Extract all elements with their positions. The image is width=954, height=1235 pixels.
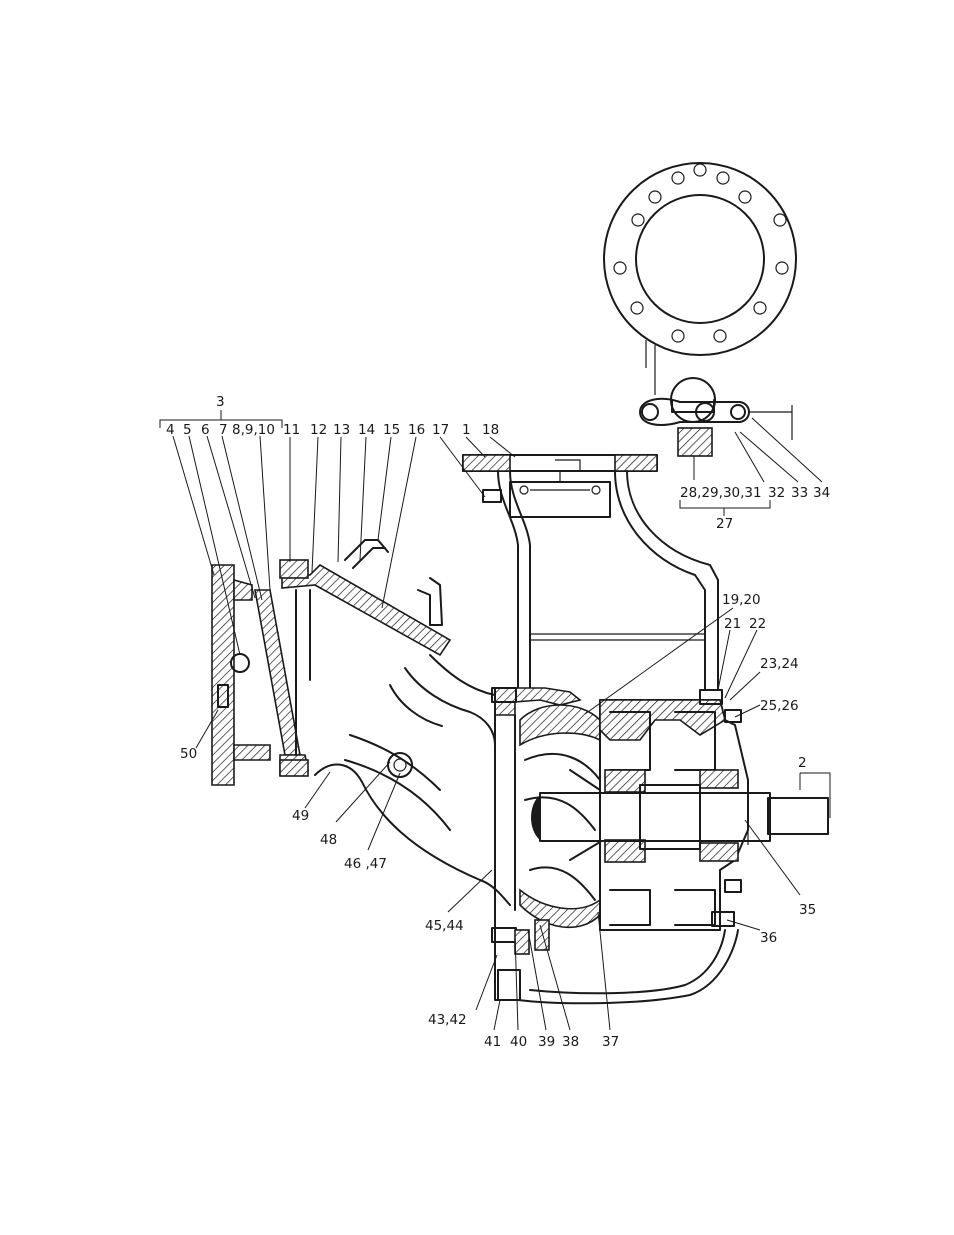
label-11: 11 bbox=[283, 422, 300, 438]
label-6: 6 bbox=[201, 422, 210, 438]
label-1: 1 bbox=[462, 422, 471, 438]
label-41: 41 bbox=[484, 1034, 501, 1050]
label-15: 15 bbox=[383, 422, 400, 438]
label-46-47: 46 ,47 bbox=[344, 856, 387, 872]
label-49: 49 bbox=[292, 808, 309, 824]
label-21: 21 bbox=[724, 616, 741, 632]
label-4: 4 bbox=[166, 422, 175, 438]
suction-elbow bbox=[212, 540, 510, 905]
label-19-20: 19,20 bbox=[722, 592, 761, 608]
volute-body bbox=[492, 688, 828, 1003]
leader-lines bbox=[173, 418, 822, 1030]
label-14: 14 bbox=[358, 422, 375, 438]
label-17: 17 bbox=[432, 422, 449, 438]
label-2: 2 bbox=[798, 755, 807, 771]
label-34: 34 bbox=[813, 485, 830, 501]
label-25-26: 25,26 bbox=[760, 698, 799, 714]
label-45-44: 45,44 bbox=[425, 918, 464, 934]
label-22: 22 bbox=[749, 616, 766, 632]
label-23-24: 23,24 bbox=[760, 656, 799, 672]
label-35: 35 bbox=[799, 902, 816, 918]
label-7: 7 bbox=[219, 422, 228, 438]
label-8-9-10: 8,9,10 bbox=[232, 422, 275, 438]
label-13: 13 bbox=[333, 422, 350, 438]
label-40: 40 bbox=[510, 1034, 527, 1050]
label-33: 33 bbox=[791, 485, 808, 501]
label-3: 3 bbox=[216, 394, 225, 410]
label-36: 36 bbox=[760, 930, 777, 946]
label-5: 5 bbox=[183, 422, 192, 438]
label-27: 27 bbox=[716, 516, 733, 532]
label-38: 38 bbox=[562, 1034, 579, 1050]
label-28-31: 28,29,30,31 bbox=[680, 485, 762, 501]
label-37: 37 bbox=[602, 1034, 619, 1050]
label-12: 12 bbox=[310, 422, 327, 438]
label-48: 48 bbox=[320, 832, 337, 848]
label-43-42: 43,42 bbox=[428, 1012, 467, 1028]
label-50: 50 bbox=[180, 746, 197, 762]
label-32: 32 bbox=[768, 485, 785, 501]
discharge-flange bbox=[604, 163, 796, 395]
label-18: 18 bbox=[482, 422, 499, 438]
label-39: 39 bbox=[538, 1034, 555, 1050]
check-valve-detail bbox=[640, 378, 792, 456]
label-16: 16 bbox=[408, 422, 425, 438]
flange-bolt-holes bbox=[614, 164, 788, 342]
